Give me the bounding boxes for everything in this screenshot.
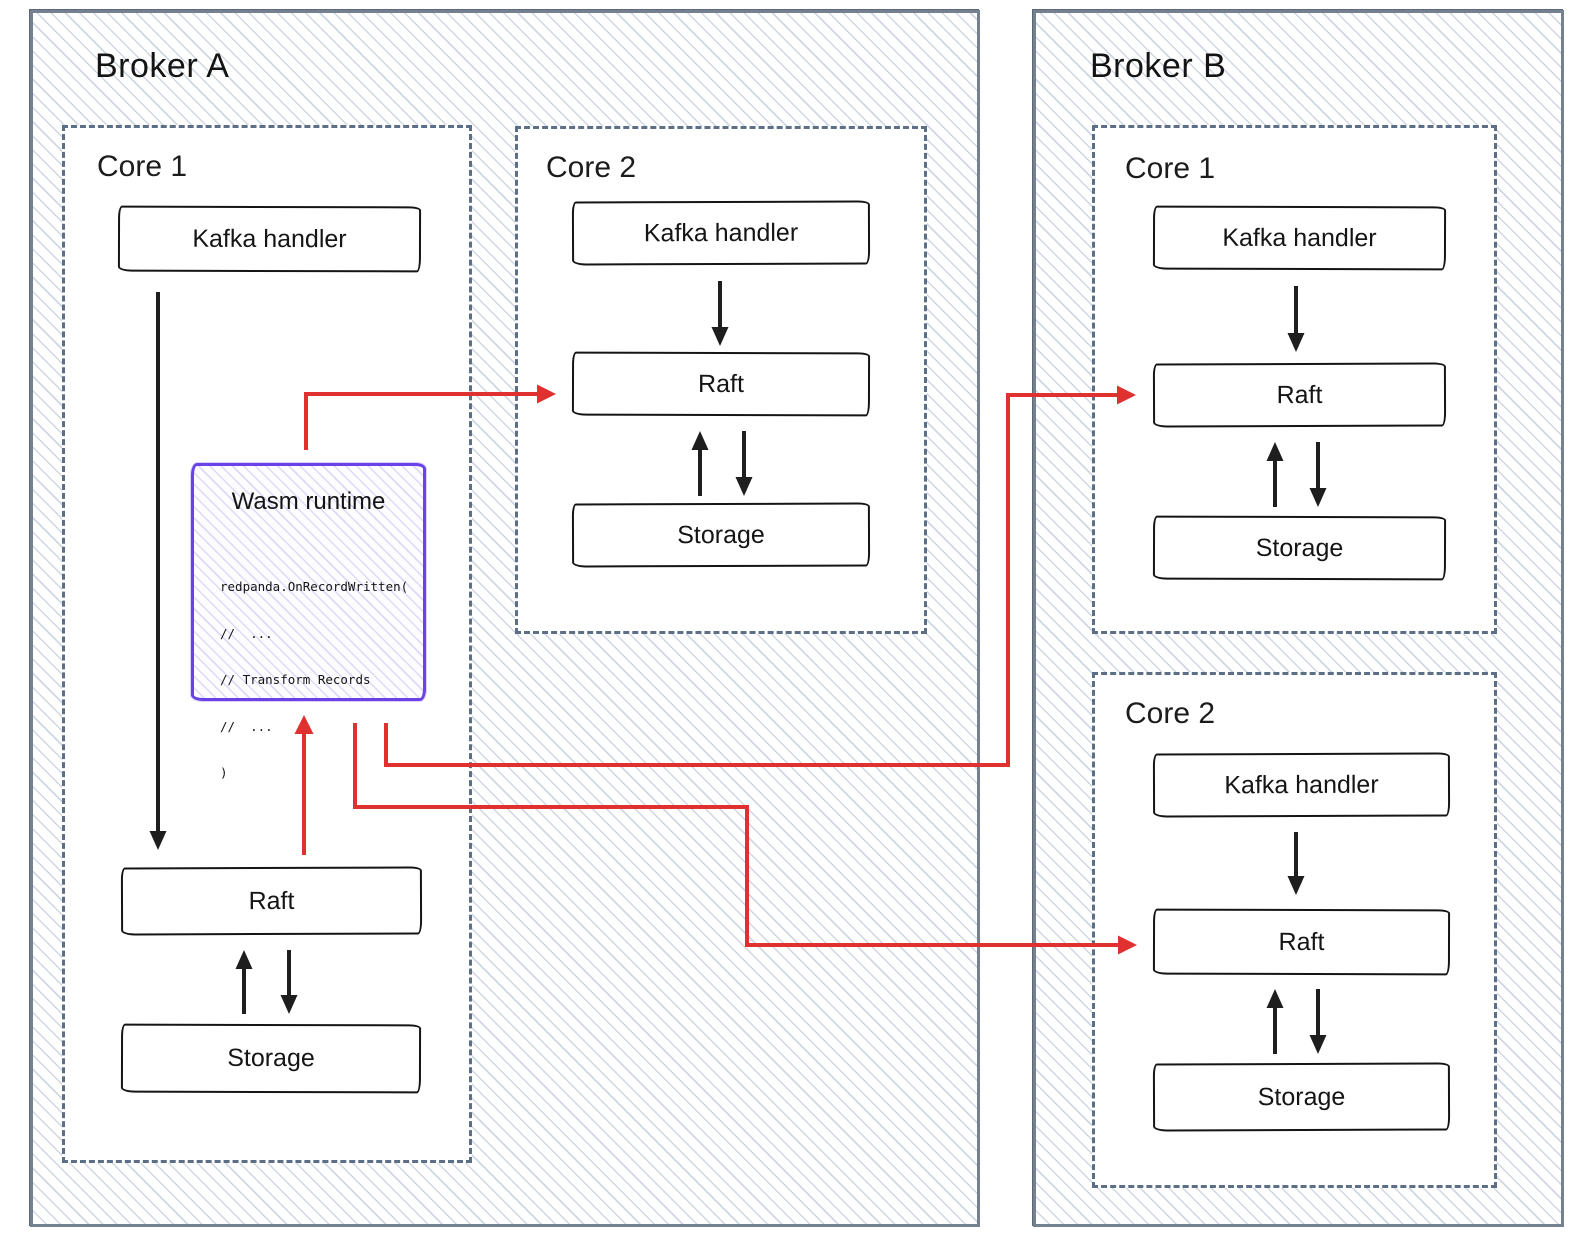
wasm-code-line: // ...: [220, 625, 273, 641]
broker-b-container: Broker B Core 1 Kafka handler Raft Stora…: [1033, 10, 1564, 1227]
wasm-code-line: // ...: [220, 718, 273, 734]
broker-b-core-2-raft-box: Raft: [1152, 908, 1451, 976]
broker-a-core-1: Core 1 Kafka handler Wasm runtime redpan…: [62, 125, 472, 1163]
broker-a-title: Broker A: [95, 47, 230, 85]
wasm-runtime-title: Wasm runtime: [231, 488, 386, 515]
kafka-handler-label: Kafka handler: [1222, 223, 1377, 252]
broker-b-core-1-kafka-handler-box: Kafka handler: [1152, 205, 1447, 271]
broker-b-title: Broker B: [1090, 47, 1227, 85]
kafka-handler-label: Kafka handler: [1224, 770, 1379, 799]
broker-b-core-1-raft-box: Raft: [1152, 362, 1447, 428]
broker-b-core-2: Core 2 Kafka handler Raft Storage: [1092, 672, 1497, 1188]
broker-a-core-2-storage-box: Storage: [571, 502, 871, 568]
broker-b-core-2-kafka-handler-box: Kafka handler: [1152, 752, 1451, 818]
broker-a-core-2-raft-box: Raft: [571, 351, 871, 417]
wasm-code-line: redpanda.OnRecordWritten(: [220, 579, 409, 594]
wasm-code-snippet: redpanda.OnRecordWritten( // ... // Tran…: [220, 548, 423, 812]
raft-label: Raft: [248, 886, 295, 915]
wasm-code-line: ): [220, 765, 228, 780]
broker-a-core-2-kafka-handler-box: Kafka handler: [571, 200, 871, 266]
broker-a-core-1-label: Core 1: [97, 150, 188, 183]
storage-label: Storage: [677, 520, 765, 549]
wasm-code-line: // Transform Records: [220, 672, 371, 687]
storage-label: Storage: [227, 1043, 315, 1073]
broker-a-core-1-storage-box: Storage: [120, 1023, 422, 1094]
broker-a-core-2: Core 2 Kafka handler Raft Storage: [515, 126, 927, 634]
broker-b-core-2-label: Core 2: [1125, 697, 1216, 730]
broker-b-core-1-label: Core 1: [1125, 152, 1216, 185]
raft-label: Raft: [1278, 927, 1325, 956]
kafka-handler-label: Kafka handler: [643, 218, 799, 247]
broker-a-core-1-kafka-handler-box: Kafka handler: [117, 205, 422, 273]
broker-a-container: Broker A Core 1 Kafka handler Wasm runti…: [30, 10, 980, 1227]
broker-b-core-1-storage-box: Storage: [1152, 515, 1447, 581]
raft-label: Raft: [1276, 380, 1323, 409]
broker-a-core-1-raft-box: Raft: [120, 866, 423, 936]
kafka-handler-label: Kafka handler: [192, 224, 347, 253]
storage-label: Storage: [1255, 533, 1344, 562]
broker-b-core-1: Core 1 Kafka handler Raft Storage: [1092, 125, 1497, 634]
broker-a-core-2-label: Core 2: [546, 151, 637, 184]
raft-label: Raft: [698, 369, 744, 398]
broker-b-core-2-storage-box: Storage: [1152, 1062, 1451, 1132]
wasm-runtime-box: Wasm runtime redpanda.OnRecordWritten( /…: [191, 463, 426, 780]
storage-label: Storage: [1257, 1082, 1346, 1111]
